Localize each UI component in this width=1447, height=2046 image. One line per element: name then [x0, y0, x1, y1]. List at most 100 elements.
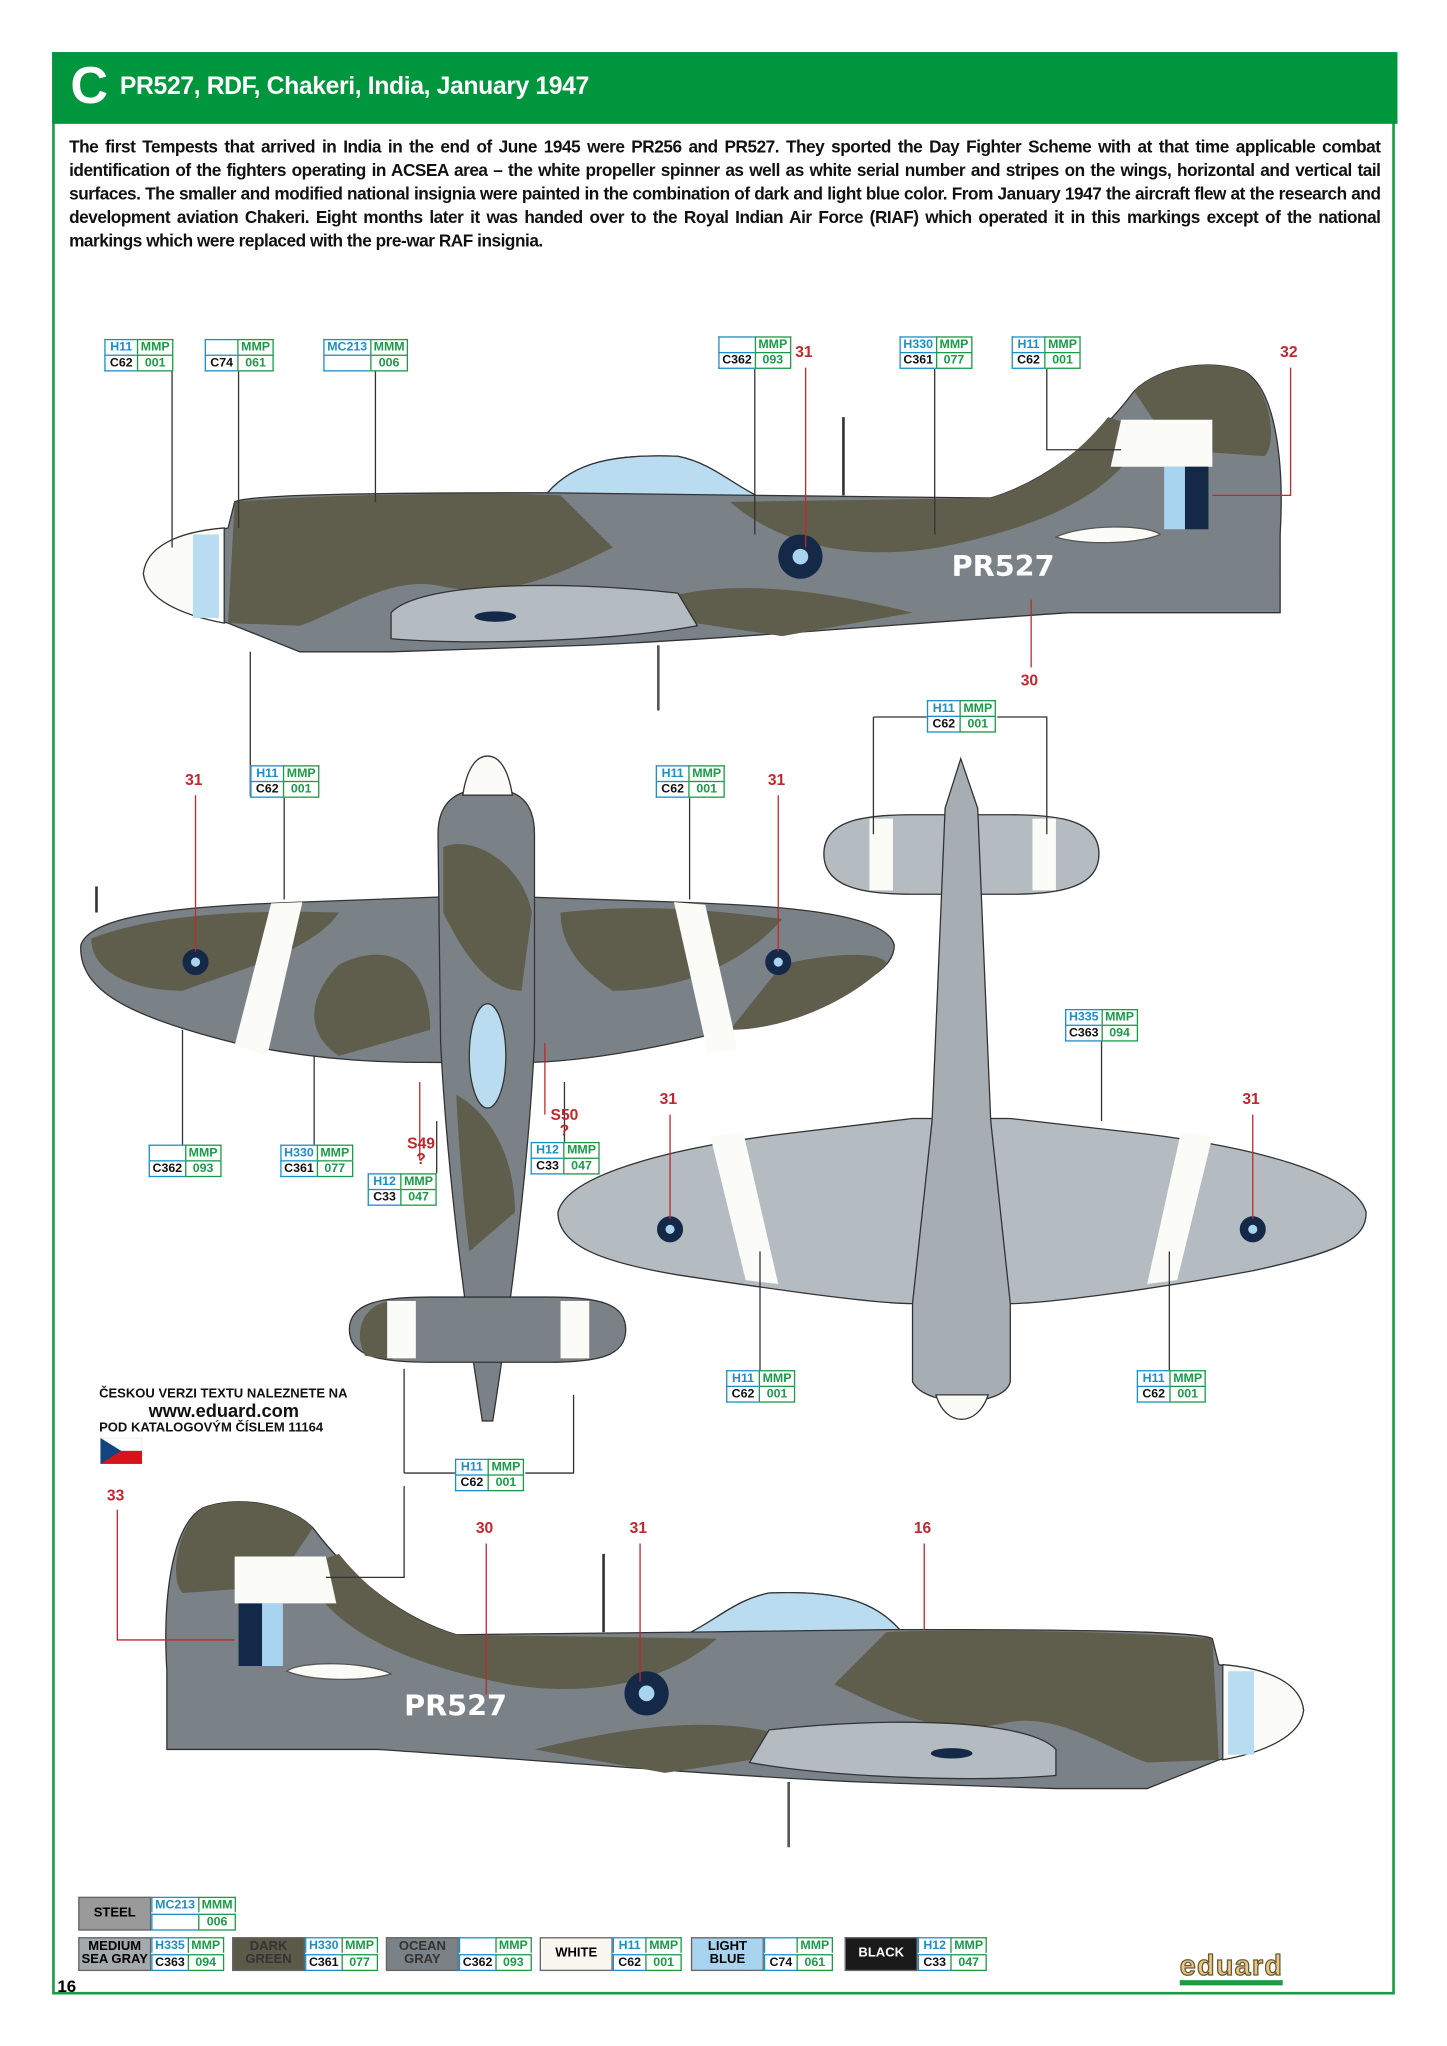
paint-code: MMP	[688, 765, 726, 781]
czech-note: ČESKOU VERZI TEXTU NALEZNETE NA www.edua…	[99, 1386, 347, 1437]
paint-code: H11	[104, 338, 137, 355]
decal-number: 31	[1242, 1089, 1260, 1109]
paint-code: 047	[400, 1188, 437, 1206]
paint-code: 006	[369, 354, 409, 372]
paint-code: C62	[926, 715, 960, 733]
paint-code: MC213	[323, 338, 370, 355]
paint-code: 061	[796, 1953, 834, 1971]
profile-letter: C	[70, 57, 109, 115]
paint-code: MMM	[369, 338, 409, 355]
paint-code: MMP	[184, 1144, 222, 1161]
paint-code: H11	[250, 765, 283, 781]
paint-code: 093	[184, 1160, 222, 1178]
paint-code: C362	[458, 1953, 496, 1971]
decal-number: 32	[1280, 342, 1298, 362]
profile-title: PR527, RDF, Chakeri, India, January 1947	[119, 73, 589, 101]
paint-code: C33	[530, 1157, 564, 1175]
paint-code: C74	[204, 354, 238, 372]
paint-code: 001	[688, 780, 726, 798]
profile-description: The first Tempests that arrived in India…	[69, 136, 1381, 251]
paint-code: C363	[1065, 1024, 1102, 1042]
color-swatch: BLACK	[844, 1937, 918, 1972]
paint-code: C62	[612, 1953, 646, 1971]
paint-code: MMP	[645, 1937, 683, 1953]
paint-code: 001	[1169, 1385, 1207, 1403]
paint-code: MMP	[796, 1937, 834, 1953]
decal-number: 31	[659, 1089, 678, 1109]
paint-code: H335	[151, 1937, 188, 1953]
top-view	[80, 755, 895, 1422]
paint-code	[458, 1937, 496, 1953]
paint-code: MMP	[282, 765, 320, 781]
paint-code: 001	[1044, 351, 1081, 369]
leader-lines	[171, 368, 1170, 1579]
paint-code: H11	[726, 1370, 759, 1386]
paint-code: 001	[758, 1385, 796, 1403]
paint-code	[323, 354, 370, 372]
decal-number: 33	[106, 1486, 125, 1505]
color-swatch: MEDIUM SEA GRAY	[78, 1937, 152, 1972]
paint-code: C363	[151, 1953, 188, 1971]
paint-code: 047	[950, 1953, 988, 1971]
decal-number: 31	[629, 1518, 648, 1537]
color-swatch: OCEAN GRAY	[385, 1937, 459, 1972]
paint-code: H11	[612, 1937, 646, 1953]
paint-code: H11	[1011, 336, 1045, 352]
paint-code: MMP	[1101, 1008, 1138, 1025]
paint-code: C33	[917, 1953, 951, 1971]
paint-code: 001	[645, 1953, 683, 1971]
paint-code	[151, 1913, 198, 1930]
paint-code: MMP	[935, 336, 973, 352]
paint-code	[204, 338, 238, 355]
paint-code: C62	[250, 780, 283, 798]
paint-code: 001	[136, 354, 174, 372]
paint-code: MMP	[1044, 336, 1081, 352]
paint-code: H11	[655, 765, 689, 781]
paint-code: 093	[754, 351, 792, 369]
serial-number-left: PR527	[404, 1689, 507, 1723]
paint-code: MMP	[1169, 1370, 1207, 1386]
paint-code: 047	[563, 1157, 600, 1175]
paint-code: MMM	[197, 1896, 237, 1913]
paint-code: 077	[316, 1160, 354, 1178]
decal-number: S50 ?	[550, 1105, 579, 1140]
czech-note-line2: POD KATALOGOVÝM ČÍSLEM 11164	[99, 1420, 324, 1436]
paint-code: H11	[926, 700, 960, 716]
paint-code: MMP	[950, 1937, 988, 1953]
website-link[interactable]: www.eduard.com	[148, 1400, 300, 1421]
paint-code: 094	[1101, 1024, 1138, 1042]
czech-note-line1: ČESKOU VERZI TEXTU NALEZNETE NA	[99, 1387, 348, 1402]
paint-code: H330	[899, 336, 936, 352]
paint-code: C62	[1136, 1385, 1170, 1403]
paint-code: 006	[197, 1913, 237, 1930]
paint-code: C62	[1011, 351, 1045, 369]
paint-code: 077	[341, 1953, 378, 1971]
paint-code: MMP	[754, 336, 792, 352]
eduard-logo: eduard	[1179, 1950, 1284, 1986]
paint-code: 061	[237, 354, 274, 372]
decal-number: 31	[795, 342, 813, 362]
paint-code: MMP	[400, 1173, 437, 1189]
color-swatch: LIGHT BLUE	[690, 1937, 764, 1972]
paint-code: C62	[655, 780, 689, 798]
paint-code: MC213	[151, 1896, 198, 1913]
paint-code	[763, 1937, 797, 1953]
